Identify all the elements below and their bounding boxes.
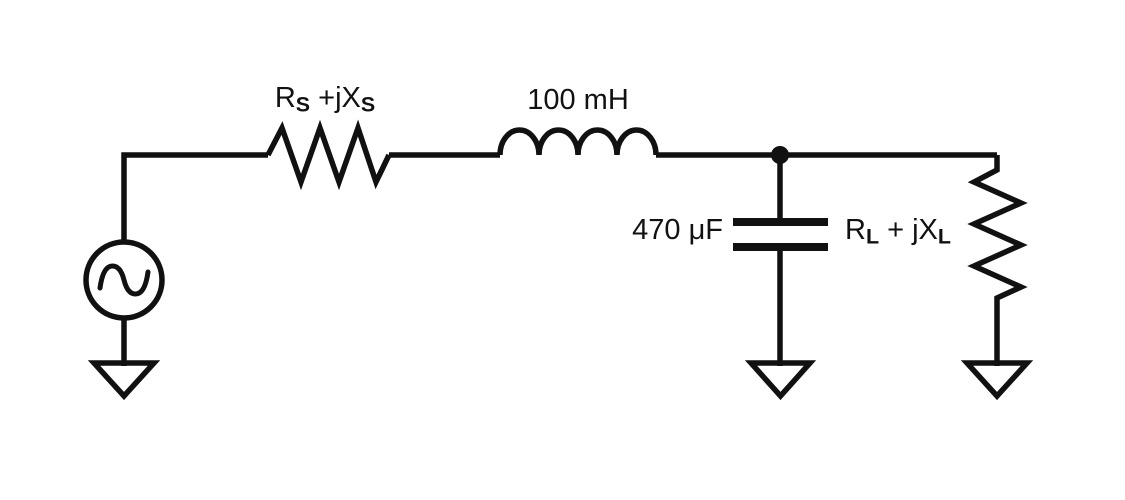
junction-dot [771,146,789,164]
source-impedance-label: RS +jXS [255,82,395,115]
rs-base: R [274,82,296,114]
ground-icon-source [87,360,161,401]
rs-sub1: S [295,92,311,117]
rl-mid: + jX [879,214,938,246]
rs-mid: +jX [310,82,361,114]
inductor-symbol [497,127,659,156]
ground-icon-capacitor [744,360,817,401]
rs-sub2: S [360,92,376,117]
load-resistor-symbol [967,155,1028,366]
load-impedance-label: RL + jXL [845,214,951,247]
rl-base: R [845,214,866,246]
rl-sub2: L [937,224,952,249]
capacitor-value-label: 470 μF [632,214,723,246]
sine-wave-icon [97,263,151,297]
inductor-value-label: 100 mH [527,84,629,116]
wire-source-to-rs [121,152,268,243]
rl-sub1: L [865,224,880,249]
source-resistor-symbol [265,119,392,191]
ground-icon-load [960,360,1034,401]
